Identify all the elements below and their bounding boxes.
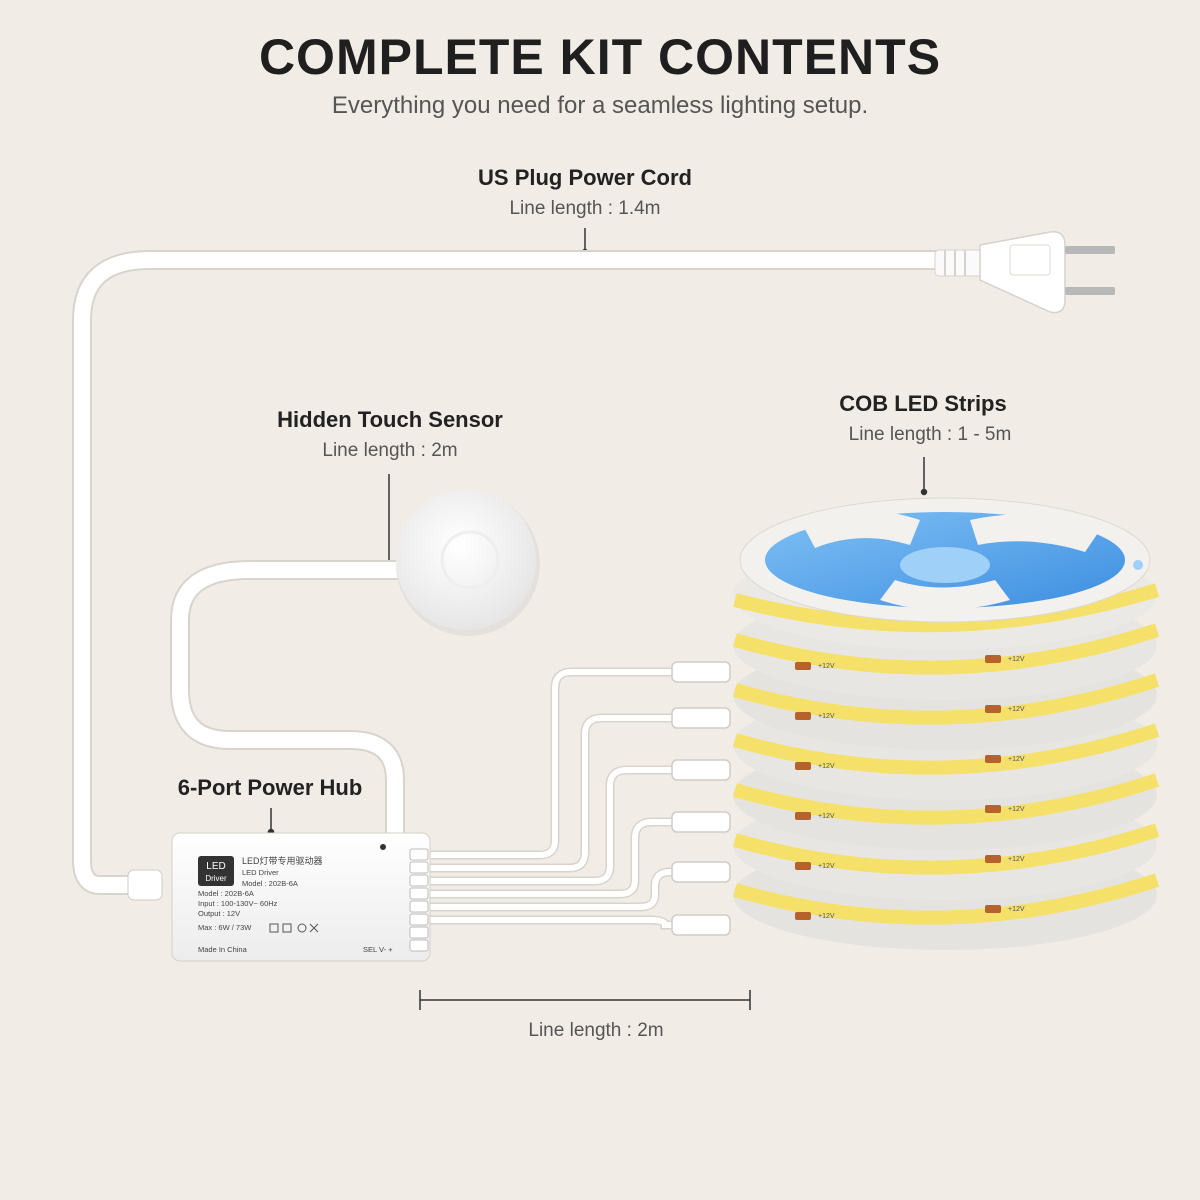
hub-line4: Model : 202B-6A bbox=[198, 889, 254, 898]
touch-sensor-icon bbox=[396, 490, 540, 636]
hub-line8: Made In China bbox=[198, 945, 248, 954]
strip-marking: +12V bbox=[818, 663, 835, 670]
strip-marking: +12V bbox=[818, 913, 835, 920]
touch-sensor-length: Line length : 2m bbox=[322, 440, 458, 461]
strip-marking: +12V bbox=[1008, 856, 1025, 863]
strip-connectors bbox=[671, 661, 731, 936]
hub-line6: Output : 12V bbox=[198, 909, 240, 918]
strip-marking: +12V bbox=[818, 863, 835, 870]
hub-badge-bottom: Driver bbox=[205, 874, 227, 883]
power-hub-label: 6-Port Power Hub bbox=[177, 775, 363, 800]
page-title: COMPLETE KIT CONTENTS bbox=[258, 29, 942, 85]
strip-marking: +12V bbox=[1008, 906, 1025, 913]
extension-cables bbox=[425, 667, 685, 930]
led-strip-reels: +12V +12V +12V +12V +12V +12V +12V +12V … bbox=[733, 497, 1160, 950]
strip-marking: +12V bbox=[818, 763, 835, 770]
strip-marking: +12V bbox=[1008, 656, 1025, 663]
hub-badge-top: LED bbox=[206, 861, 225, 872]
hub-line3: Model : 202B-6A bbox=[242, 879, 298, 888]
page-subtitle: Everything you need for a seamless light… bbox=[331, 92, 869, 119]
led-strips-length: Line length : 1 - 5m bbox=[848, 424, 1012, 445]
extension-length: Line length : 2m bbox=[528, 1020, 664, 1041]
power-cord-label: US Plug Power Cord bbox=[478, 165, 692, 190]
hub-line5: Input : 100-130V~ 60Hz bbox=[198, 899, 278, 908]
strip-marking: +12V bbox=[1008, 756, 1025, 763]
touch-sensor-cable bbox=[170, 560, 430, 850]
hub-sel-label: SEL V- + bbox=[363, 945, 393, 954]
touch-sensor-label: Hidden Touch Sensor bbox=[277, 407, 503, 432]
hub-line2: LED Driver bbox=[242, 868, 279, 877]
strip-marking: +12V bbox=[818, 713, 835, 720]
hub-line7: Max : 6W / 73W bbox=[198, 923, 252, 932]
strip-marking: +12V bbox=[1008, 706, 1025, 713]
power-hub-icon: LED Driver LED灯带专用驱动器 LED Driver Model :… bbox=[127, 832, 431, 962]
power-cord-length: Line length : 1.4m bbox=[509, 198, 661, 219]
strip-marking: +12V bbox=[1008, 806, 1025, 813]
power-cord bbox=[72, 250, 950, 895]
led-strips-label: COB LED Strips bbox=[839, 391, 1007, 416]
strip-marking: +12V bbox=[818, 813, 835, 820]
us-plug-icon bbox=[934, 231, 1115, 314]
hub-line1: LED灯带专用驱动器 bbox=[242, 855, 323, 866]
